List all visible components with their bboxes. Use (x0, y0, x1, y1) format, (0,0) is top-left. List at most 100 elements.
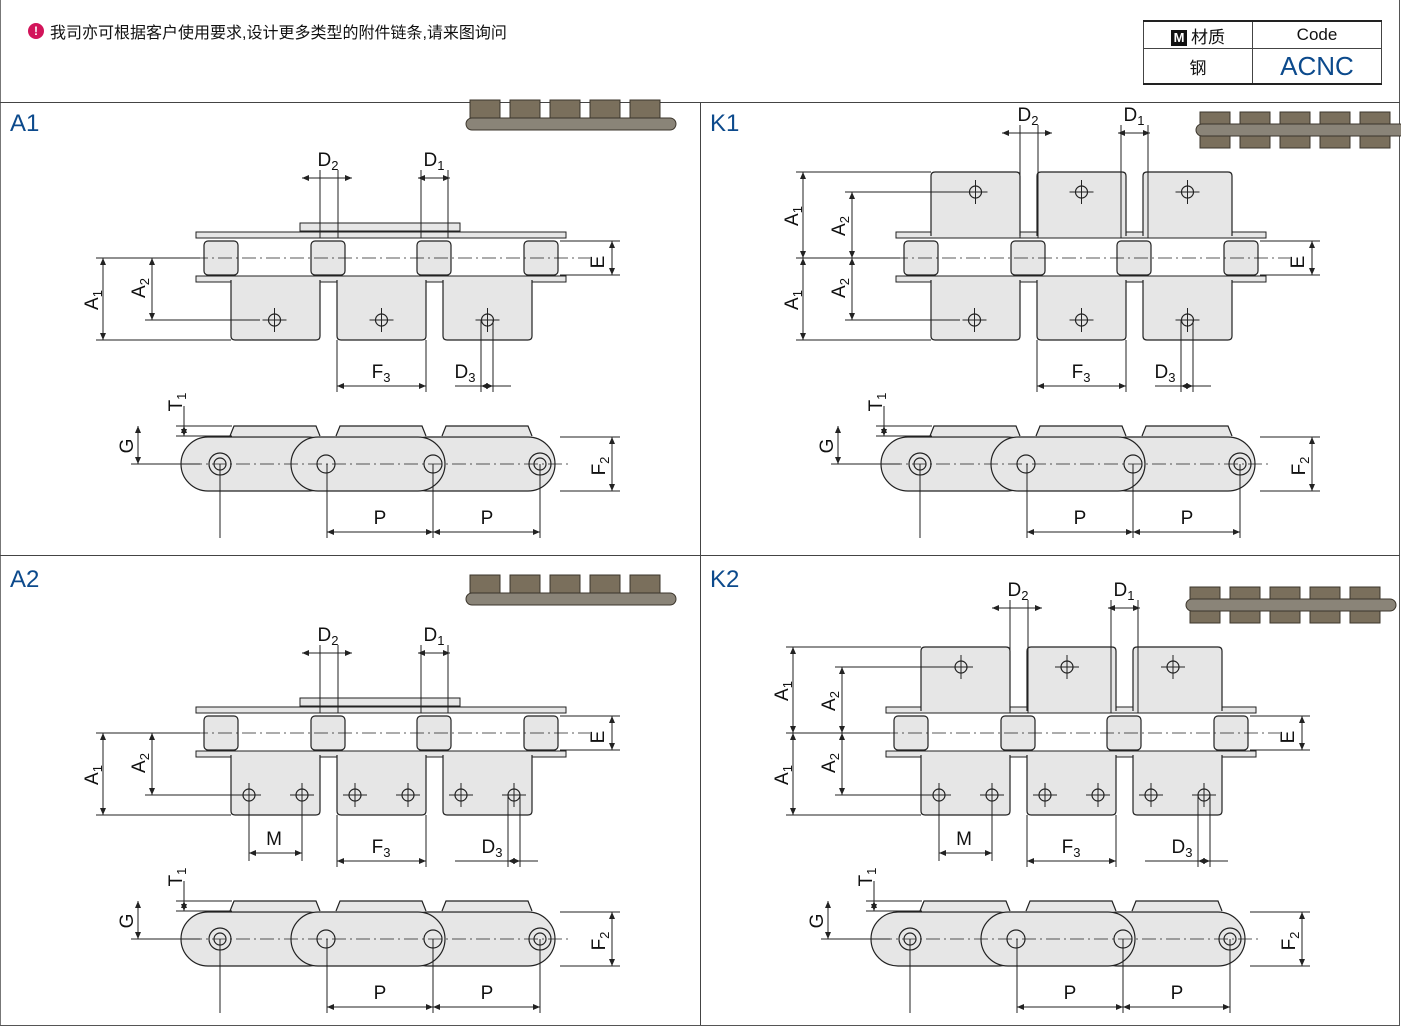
dim-label-f3: F3 (372, 362, 391, 385)
thumb-attachment (469, 99, 501, 119)
dim-label-d3: D3 (482, 837, 503, 860)
arrow-head (1116, 1004, 1123, 1010)
arrow-head (871, 904, 877, 911)
dim-label-text-d1: D1 (1114, 580, 1135, 603)
dim-label-text-f3: F3 (1062, 837, 1081, 860)
arrow-head (839, 733, 845, 740)
attachment-plate (442, 755, 533, 816)
arrow-head (1309, 241, 1315, 248)
arrow-head (443, 175, 450, 181)
alert-circle-icon: ! (28, 23, 44, 39)
arrow-head (295, 850, 302, 856)
material-badge: M (1171, 29, 1187, 46)
thumb-attachment (469, 574, 501, 594)
dim-label-p: P (481, 508, 494, 529)
dim-label-text-a2: A2 (819, 691, 842, 711)
dim-label-text-f3: F3 (1072, 362, 1091, 385)
dim-label-text-a2: A2 (829, 278, 852, 298)
notice: ! 我司亦可根据客户使用要求,设计更多类型的附件链条,请来图询问 (28, 19, 507, 43)
arrow-head (327, 529, 334, 535)
arrow-head (1309, 484, 1315, 491)
dim-label-f2: F2 (589, 457, 612, 476)
dim-label-text-a2: A2 (129, 753, 152, 773)
dim-label-a1: A1 (782, 290, 805, 310)
dim-label-text-d2: D2 (1008, 580, 1029, 603)
attachment-plate-top (920, 646, 1011, 711)
arrow-head (1143, 130, 1150, 136)
dim-label-text-t1: T1 (866, 393, 889, 412)
arrow-head (849, 258, 855, 265)
arrow-head (337, 858, 344, 864)
dim-label-p: P (481, 983, 494, 1004)
dim-label-f2: F2 (589, 932, 612, 951)
dim-label-d3: D3 (455, 362, 476, 385)
arrow-head (609, 743, 615, 750)
arrow-head (835, 457, 841, 464)
dim-label-g: G (117, 439, 138, 454)
dim-label-g: G (817, 439, 838, 454)
arrow-head (985, 850, 992, 856)
dim-label-text-p: P (1074, 508, 1087, 529)
arrow-head (881, 429, 887, 436)
dim-label-d1: D1 (424, 150, 445, 173)
panel-label-a2: A2 (10, 566, 40, 593)
arrow-head (345, 650, 352, 656)
arrow-head (800, 258, 806, 265)
dim-label-text-d3: D3 (482, 837, 503, 860)
dim-label-text-p: P (481, 508, 494, 529)
arrow-head (1309, 268, 1315, 275)
side-plate (195, 706, 567, 714)
dim-label-d2: D2 (1018, 105, 1039, 128)
dim-label-f3: F3 (372, 837, 391, 860)
attachment-top (335, 900, 427, 912)
arrow-head (1299, 743, 1305, 750)
attachment-plate (920, 755, 1011, 816)
dim-label-d3: D3 (1172, 837, 1193, 860)
dim-label-text-a1: A1 (82, 765, 105, 785)
arrow-head (100, 733, 106, 740)
dim-label-text-m: M (956, 829, 972, 850)
dim-label-g: G (807, 914, 828, 929)
dim-label-text-a1: A1 (782, 206, 805, 226)
arrow-head (790, 733, 796, 740)
attachment-top (441, 425, 533, 437)
attachment-plate (1026, 755, 1117, 816)
arrow-head (1123, 1004, 1130, 1010)
dim-label-p: P (374, 983, 387, 1004)
dim-label-text-g: G (807, 914, 828, 929)
dim-label-text-e: E (588, 731, 609, 744)
attachment-top (335, 425, 427, 437)
arrow-head (839, 667, 845, 674)
attachment-plate (230, 280, 321, 341)
dim-label-d2: D2 (318, 625, 339, 648)
arrow-head (135, 426, 141, 433)
arrow-head (609, 959, 615, 966)
dim-label-g: G (117, 914, 138, 929)
material-header: 材质 (1191, 27, 1225, 47)
attachment-top (441, 900, 533, 912)
dim-label-text-a1: A1 (772, 681, 795, 701)
dim-label-m: M (956, 829, 972, 850)
dim-label-text-e: E (1278, 731, 1299, 744)
dim-label-a2: A2 (829, 216, 852, 236)
thumb-chain (465, 592, 677, 606)
arrow-head (790, 808, 796, 815)
dim-label-text-g: G (117, 439, 138, 454)
dim-label-a2: A2 (819, 753, 842, 773)
dim-label-text-d3: D3 (1155, 362, 1176, 385)
material-value: 钢 (1143, 48, 1253, 85)
dim-label-text-p: P (481, 983, 494, 1004)
dim-label-text-a2: A2 (819, 753, 842, 773)
dim-label-text-d3: D3 (455, 362, 476, 385)
dim-label-text-d1: D1 (1124, 105, 1145, 128)
attachment-plate-top (1026, 646, 1117, 711)
arrow-head (302, 175, 309, 181)
arrow-head (426, 1004, 433, 1010)
arrow-head (100, 808, 106, 815)
pin-link (299, 697, 461, 707)
dim-label-e: E (1288, 256, 1309, 269)
arrow-head (302, 650, 309, 656)
